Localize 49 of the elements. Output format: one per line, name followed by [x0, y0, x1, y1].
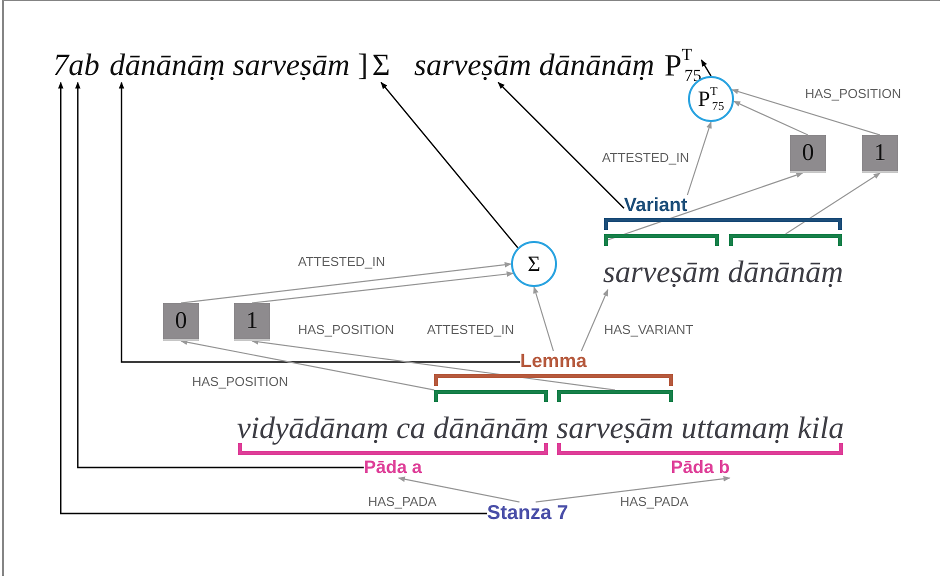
- arrow: [731, 88, 880, 136]
- arrow: [251, 339, 616, 391]
- arrow: [58, 82, 487, 514]
- position-box: 0: [163, 303, 199, 341]
- edge-label: HAS_PADA: [366, 494, 438, 509]
- arrow: [75, 82, 364, 468]
- variant-label: Variant: [624, 195, 688, 217]
- verse-text: vidyādānaṃ ca dānānāṃ sarveṣām uttamaṃ kila: [237, 410, 844, 446]
- arrow: [733, 100, 808, 136]
- pada-label: Pāda b: [670, 457, 730, 478]
- arrow: [700, 59, 712, 76]
- verse-text: sarveṣām dānānāṃ: [603, 254, 844, 290]
- arrow: [686, 121, 712, 196]
- bracket: [557, 390, 673, 402]
- arrow: [533, 286, 554, 352]
- arrow: [380, 82, 518, 248]
- arrow: [180, 339, 434, 391]
- arrow: [580, 289, 608, 352]
- arrow: [252, 271, 514, 304]
- position-box: 1: [862, 135, 898, 173]
- witness-circle: Σ: [511, 241, 557, 287]
- apparatus-text: dānānāṃ sarveṣām: [110, 48, 350, 82]
- arrow: [536, 476, 730, 503]
- edge-label: HAS_POSITION: [296, 322, 396, 337]
- position-box: 1: [234, 303, 270, 341]
- apparatus-text: Σ: [372, 48, 390, 82]
- edge-label: HAS_POSITION: [190, 374, 290, 389]
- arrow: [180, 262, 512, 304]
- arrow: [785, 172, 881, 234]
- edge-label: ATTESTED_IN: [600, 150, 692, 165]
- edge-label: HAS_PADA: [618, 494, 690, 509]
- bracket: [434, 390, 548, 402]
- apparatus-text: sarveṣām dānānāṃ: [414, 48, 654, 82]
- bracket: [728, 234, 842, 246]
- arrow: [118, 82, 520, 363]
- edge-label: ATTESTED_IN: [296, 254, 388, 269]
- bracket: [604, 234, 720, 246]
- position-box: 0: [790, 135, 826, 173]
- apparatus-text: ab: [68, 48, 100, 82]
- arrow: [498, 82, 624, 209]
- stanza-label: Stanza 7: [487, 502, 568, 525]
- pada-label: Pāda a: [364, 457, 422, 478]
- lemma-label: Lemma: [520, 351, 587, 373]
- apparatus-text: ]: [358, 48, 368, 82]
- edge-label: HAS_POSITION: [803, 86, 904, 101]
- arrow: [398, 476, 520, 503]
- apparatus-text: 7: [53, 48, 68, 82]
- edge-label: HAS_VARIANT: [602, 322, 696, 337]
- edge-label: ATTESTED_IN: [425, 322, 516, 337]
